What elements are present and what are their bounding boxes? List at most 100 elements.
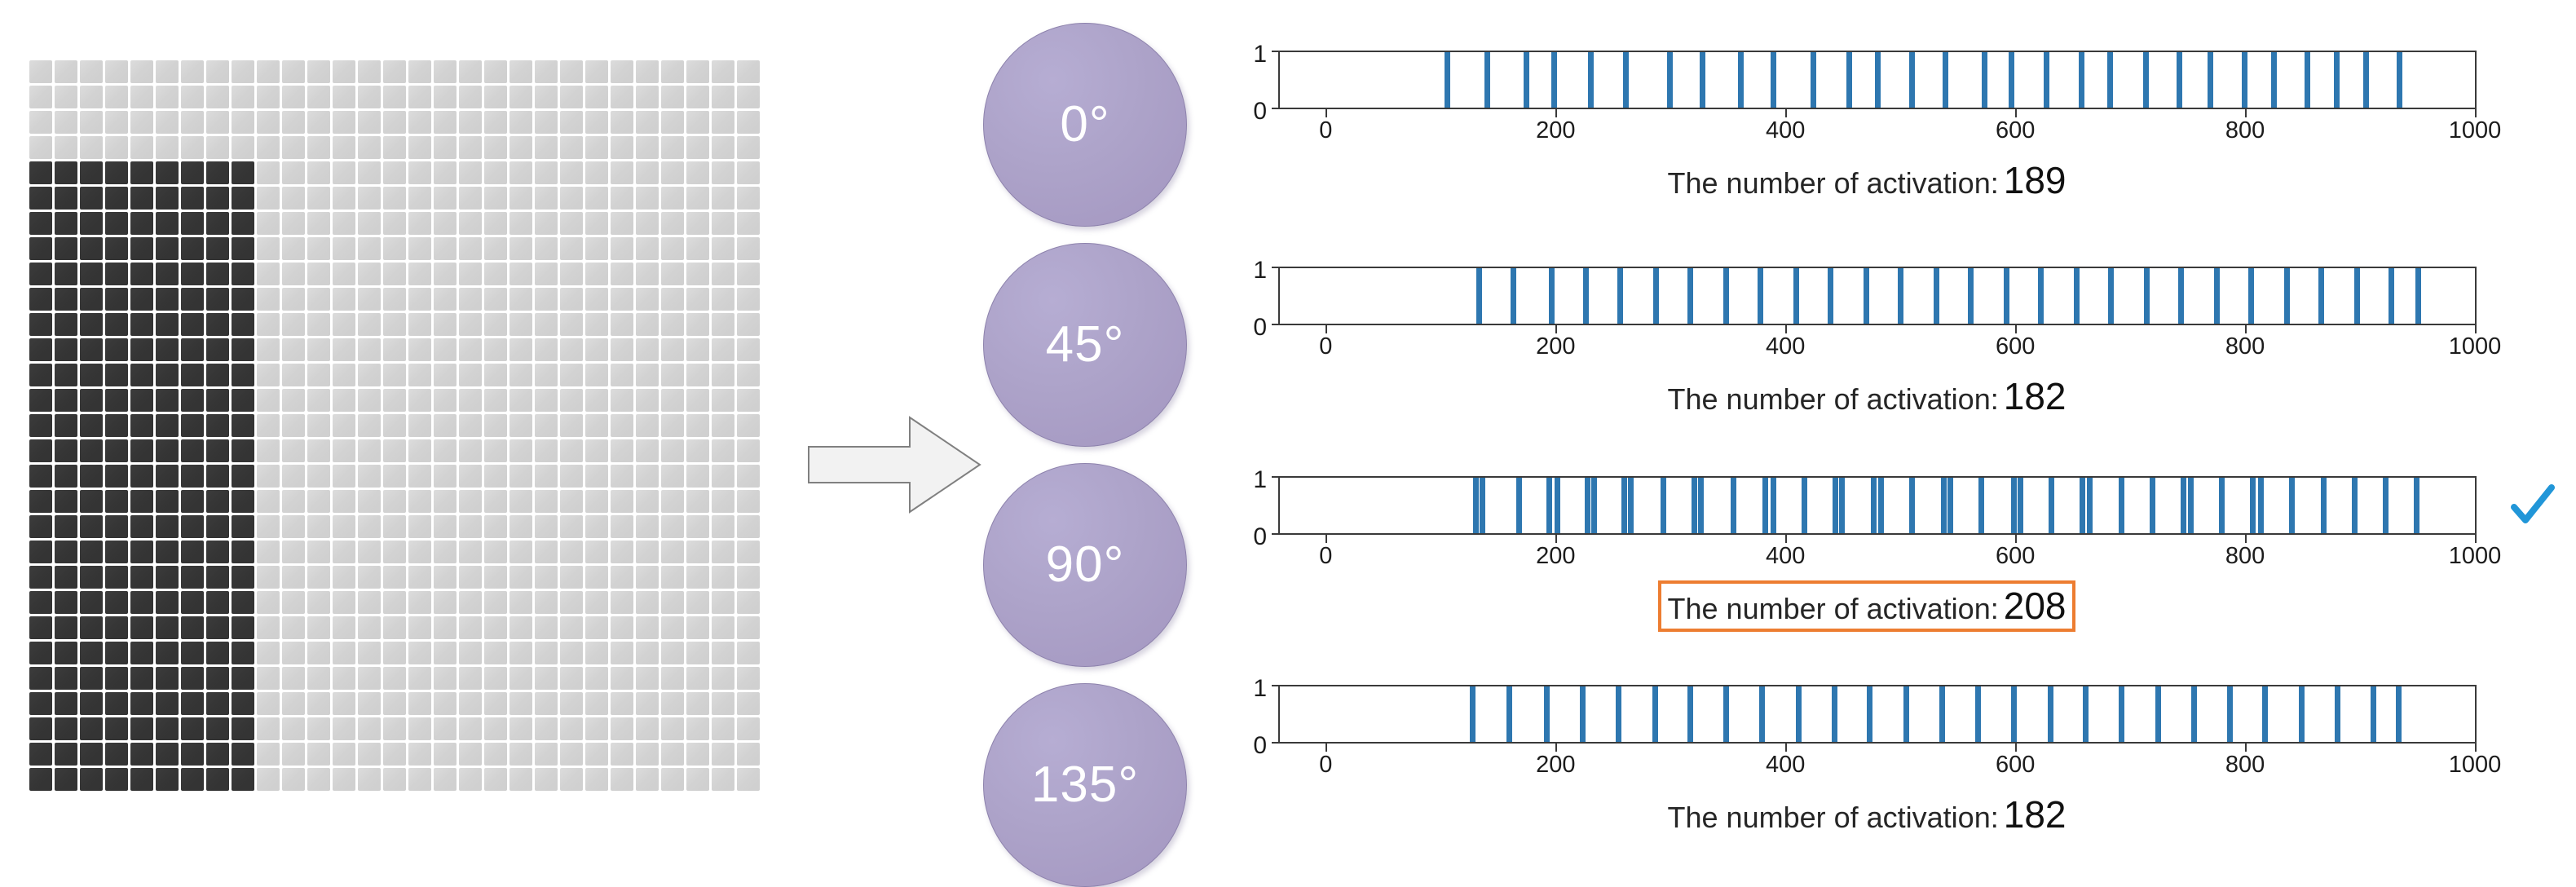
grid-cell-dark	[232, 288, 254, 311]
grid-cell-light	[535, 161, 558, 184]
grid-cell-light	[712, 566, 734, 589]
orientation-circle-45deg[interactable]: 45°	[983, 243, 1187, 447]
grid-cell-light	[611, 667, 633, 690]
grid-cell-light	[257, 591, 280, 614]
grid-cell-light	[686, 111, 709, 134]
grid-cell-light	[434, 616, 457, 639]
grid-cell-dark	[55, 187, 77, 210]
grid-cell-light	[636, 667, 659, 690]
spike-mark	[2226, 686, 2233, 742]
grid-cell-light	[257, 136, 280, 159]
spike-mark	[1621, 478, 1627, 533]
grid-cell-light	[459, 187, 482, 210]
spike-mark	[1550, 52, 1557, 108]
grid-cell-dark	[130, 667, 153, 690]
grid-cell-light	[712, 591, 734, 614]
grid-cell-light	[434, 338, 457, 361]
orientation-circle-0deg[interactable]: 0°	[983, 23, 1187, 227]
spike-mark	[1870, 478, 1877, 533]
grid-cell-dark	[29, 717, 52, 740]
grid-cell-light	[585, 566, 608, 589]
spike-mark	[1833, 478, 1839, 533]
grid-cell-light	[535, 237, 558, 260]
grid-cell-light	[737, 768, 760, 791]
grid-cell-light	[358, 591, 381, 614]
spike-mark	[2049, 478, 2055, 533]
grid-cell-light	[307, 465, 330, 488]
grid-cell-dark	[232, 364, 254, 386]
spike-mark	[1617, 268, 1624, 324]
grid-cell-light	[206, 60, 229, 83]
grid-cell-light	[358, 541, 381, 563]
spike-mark	[2190, 686, 2197, 742]
grid-cell-dark	[181, 439, 204, 462]
grid-cell-dark	[156, 692, 179, 715]
x-tick-label: 400	[1766, 543, 1806, 569]
grid-cell-light	[333, 490, 355, 513]
grid-cell-dark	[181, 263, 204, 285]
grid-cell-dark	[181, 717, 204, 740]
grid-cell-dark	[29, 263, 52, 285]
grid-cell-light	[560, 389, 583, 412]
grid-cell-light	[686, 717, 709, 740]
orientation-circle-135deg[interactable]: 135°	[983, 683, 1187, 887]
x-tick-mark	[1325, 535, 1328, 543]
grid-cell-dark	[181, 465, 204, 488]
grid-cell-light	[560, 237, 583, 260]
grid-cell-light	[560, 490, 583, 513]
grid-cell-dark	[232, 515, 254, 538]
orientation-circle-90deg[interactable]: 90°	[983, 463, 1187, 667]
grid-cell-dark	[130, 187, 153, 210]
grid-cell-light	[560, 465, 583, 488]
grid-cell-light	[712, 313, 734, 336]
grid-cell-light	[585, 136, 608, 159]
spike-mark	[1660, 478, 1666, 533]
grid-cell-light	[686, 465, 709, 488]
axes-box-45deg	[1278, 267, 2477, 325]
grid-cell-dark	[156, 768, 179, 791]
grid-cell-light	[535, 490, 558, 513]
grid-cell-light	[333, 692, 355, 715]
grid-cell-light	[484, 692, 507, 715]
grid-cell-light	[712, 667, 734, 690]
spike-mark	[1968, 268, 1974, 324]
grid-cell-light	[686, 288, 709, 311]
grid-cell-dark	[29, 692, 52, 715]
grid-cell-light	[484, 288, 507, 311]
grid-cell-light	[686, 566, 709, 589]
grid-cell-dark	[206, 414, 229, 437]
grid-cell-light	[434, 288, 457, 311]
grid-cell-dark	[232, 616, 254, 639]
x-tick-mark	[2475, 535, 2477, 543]
grid-cell-light	[358, 465, 381, 488]
x-tick-label: 600	[1995, 752, 2036, 778]
grid-cell-dark	[232, 263, 254, 285]
grid-cell-dark	[206, 389, 229, 412]
grid-cell-light	[611, 364, 633, 386]
grid-cell-dark	[55, 288, 77, 311]
grid-cell-light	[282, 187, 305, 210]
grid-cell-light	[333, 161, 355, 184]
spike-mark	[1723, 686, 1730, 742]
grid-cell-light	[307, 667, 330, 690]
grid-cell-dark	[156, 541, 179, 563]
grid-cell-light	[585, 465, 608, 488]
grid-cell-light	[333, 60, 355, 83]
grid-cell-light	[509, 288, 532, 311]
grid-cell-light	[307, 490, 330, 513]
grid-cell-light	[383, 541, 406, 563]
grid-cell-dark	[80, 541, 103, 563]
grid-cell-dark	[55, 541, 77, 563]
grid-cell-light	[333, 642, 355, 664]
spike-mark	[2415, 268, 2421, 324]
grid-cell-dark	[156, 161, 179, 184]
grid-cell-dark	[55, 717, 77, 740]
grid-cell-light	[686, 515, 709, 538]
grid-cell-light	[307, 743, 330, 766]
grid-cell-light	[712, 187, 734, 210]
grid-cell-light	[459, 616, 482, 639]
grid-cell-light	[130, 136, 153, 159]
grid-cell-light	[383, 591, 406, 614]
